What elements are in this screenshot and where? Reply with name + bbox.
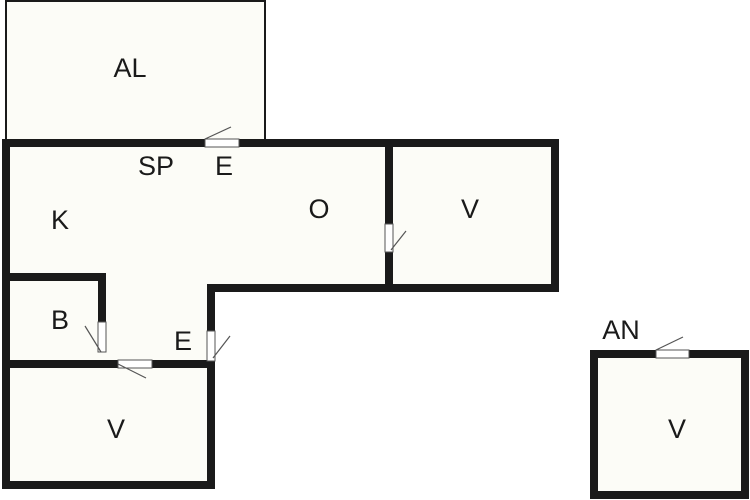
wall-al-outline (5, 0, 266, 143)
room-label-v-bottom: V (107, 414, 125, 444)
room-label-an: AN (602, 315, 640, 345)
floor-annex (594, 354, 745, 495)
room-label-al: AL (113, 53, 146, 83)
room-label-sp: SP (138, 151, 174, 181)
room-label-e-top: E (215, 151, 233, 181)
door-leaf-annex (655, 336, 684, 351)
door-frame-entrance (204, 138, 240, 148)
door-leaf-entrance (204, 126, 232, 140)
room-label-v-annex: V (668, 414, 686, 444)
door-leaf-b (84, 325, 102, 353)
door-frame-b (97, 321, 107, 353)
room-label-o: O (308, 194, 329, 224)
room-label-e-mid: E (174, 326, 192, 356)
door-frames (97, 138, 690, 369)
walls-thin (5, 0, 266, 143)
room-labels: AL SP E K O V B E V AN V (51, 53, 686, 444)
door-leaf-corridor (212, 335, 231, 359)
door-frame-o-v (384, 223, 394, 253)
room-label-v-right: V (461, 194, 479, 224)
door-frame-annex (655, 349, 690, 359)
door-leaves (84, 126, 684, 379)
floor-al (6, 1, 265, 143)
floor-main (10, 146, 552, 483)
room-label-k: K (51, 205, 69, 235)
door-frame-corridor (206, 330, 216, 362)
door-leaf-lower-v (117, 363, 147, 379)
room-label-b: B (51, 305, 69, 335)
floor-areas (6, 1, 745, 495)
door-leaf-o-v (390, 230, 407, 251)
walls (2, 139, 749, 499)
